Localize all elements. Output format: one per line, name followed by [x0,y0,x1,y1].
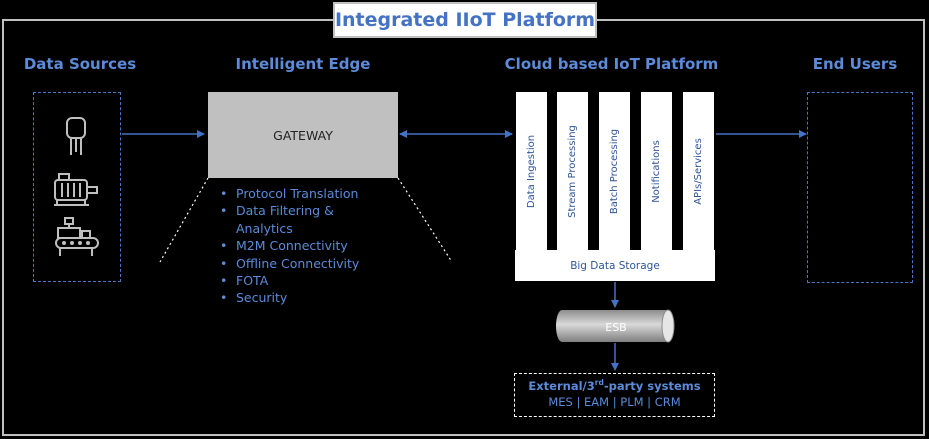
section-title-intelligent-edge: Intelligent Edge [235,55,371,73]
esb-label: ESB [605,320,627,334]
cloud-column-label: Stream Processing [567,124,579,218]
cloud-column-batch-processing: Batch Processing [599,92,630,250]
section-title-cloud-platform: Cloud based IoT Platform [504,55,719,73]
cloud-column-apis-services: APIs/Services [683,92,714,250]
feature-item: M2M Connectivity [220,237,400,255]
page-title: Integrated IIoT Platform [333,2,597,38]
feature-item: Protocol Translation [220,185,400,203]
gateway-label: GATEWAY [273,127,333,143]
external-systems-list: MES | EAM | PLM | CRM [548,394,681,409]
gateway-box: GATEWAY [208,92,398,178]
big-data-storage: Big Data Storage [515,250,715,281]
gateway-feature-list: Protocol Translation Data Filtering & An… [220,185,400,307]
cloud-column-label: Notifications [651,139,662,203]
feature-item: Security [220,289,400,307]
cloud-column-label: Batch Processing [609,128,621,214]
big-data-storage-label: Big Data Storage [570,259,660,272]
feature-item-continued: Analytics [236,220,293,236]
end-users-box [807,92,913,283]
data-sources-box [33,92,121,282]
cloud-column-notifications: Notifications [641,92,672,250]
section-title-data-sources: Data Sources [23,55,137,73]
cloud-column-stream-processing: Stream Processing [557,92,588,250]
cloud-column-label: APIs/Services [693,137,705,205]
external-systems-box: External/3rd-party systems MES | EAM | P… [514,373,715,417]
feature-item: Offline Connectivity [220,255,400,273]
feature-item: FOTA [220,272,400,290]
feature-item: Data Filtering & [220,202,400,220]
machine-icon [55,217,99,256]
cloud-column-label: Data Ingestion [526,134,537,208]
motor-icon [54,173,98,206]
esb-cylinder [556,309,675,343]
external-systems-title: External/3rd-party systems [528,378,701,393]
zoom-line-left [159,177,209,263]
sensor-icon [66,117,86,155]
zoom-line-right [397,177,453,263]
cloud-column-data-ingestion: Data Ingestion [516,92,547,250]
section-title-end-users: End Users [812,55,898,73]
